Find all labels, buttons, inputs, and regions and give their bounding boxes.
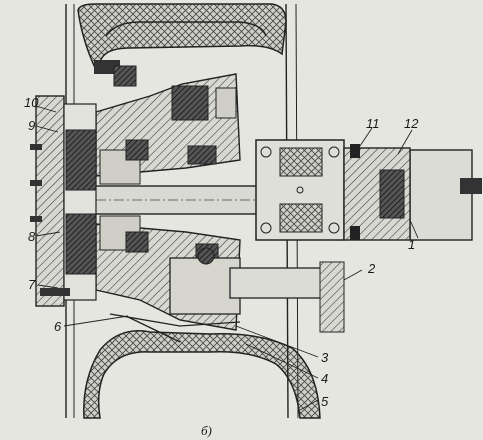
callout-10: 10 xyxy=(24,95,39,110)
callout-2: 2 xyxy=(368,261,376,276)
callout-12: 12 xyxy=(404,116,419,131)
callout-8: 8 xyxy=(28,229,36,244)
flange-coupling xyxy=(255,139,345,241)
figure-caption: б) xyxy=(201,423,212,438)
callout-6: 6 xyxy=(54,319,62,334)
callout-5: 5 xyxy=(321,394,329,409)
callout-3: 3 xyxy=(321,350,329,365)
callout-9: 9 xyxy=(28,118,36,133)
left-fasteners xyxy=(30,60,137,296)
right-seal-housing xyxy=(343,144,411,241)
callout-1: 1 xyxy=(408,237,416,252)
callout-7: 7 xyxy=(28,277,36,292)
leader-lines xyxy=(35,105,419,411)
tyre-bottom-section xyxy=(83,330,321,419)
callout-11: 11 xyxy=(366,116,380,131)
callout-4: 4 xyxy=(321,371,329,386)
brake-mechanism xyxy=(109,247,345,343)
roller-bearings xyxy=(125,85,237,265)
